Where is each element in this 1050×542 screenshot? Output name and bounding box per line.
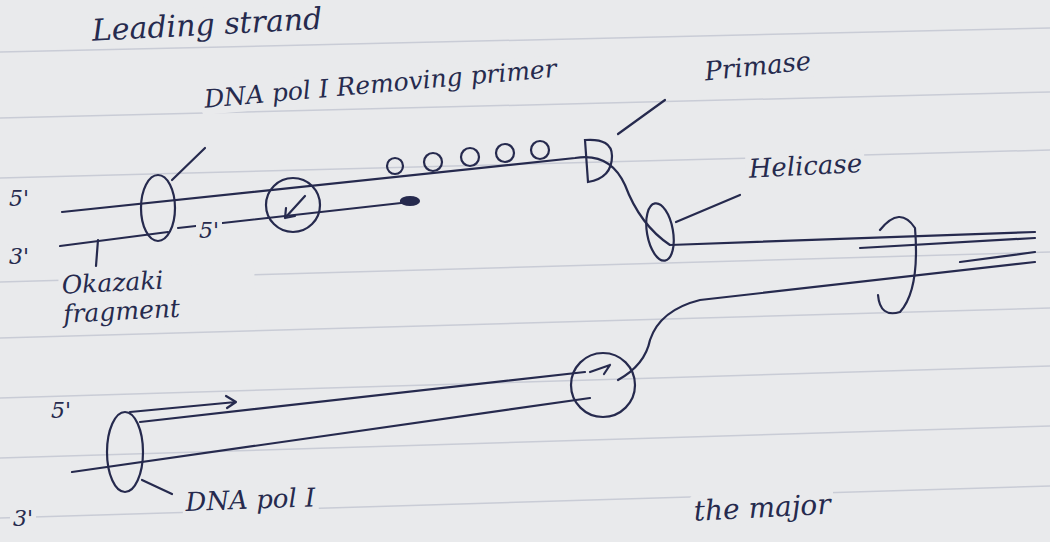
handwritten-label: 3' xyxy=(10,506,36,531)
handwritten-label: the major xyxy=(690,489,834,529)
handwritten-label: 3' xyxy=(6,244,32,269)
handwritten-label: Helicase xyxy=(745,149,866,185)
ruled-lines xyxy=(0,28,1050,518)
handwritten-label: Leading strand xyxy=(88,2,326,49)
handwritten-label: DNA pol I xyxy=(182,483,319,518)
handwritten-label: Okazaki fragment xyxy=(58,262,257,330)
handwritten-label: 5' xyxy=(48,398,74,423)
handwritten-label: 5' xyxy=(196,218,222,243)
handwritten-label: Primase xyxy=(700,46,816,88)
handwritten-label: 5' xyxy=(6,186,32,211)
